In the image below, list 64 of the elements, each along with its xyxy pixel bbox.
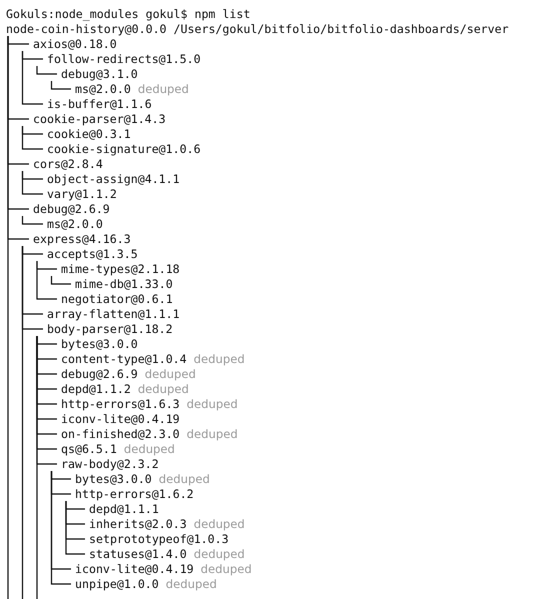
- dedupe-note: deduped: [138, 82, 189, 96]
- package-name: depd@1.1.1: [89, 502, 159, 516]
- dedupe-note: deduped: [144, 367, 196, 381]
- package-name: ms@2.0.0: [75, 82, 131, 96]
- package-name: cors@2.8.4: [33, 157, 103, 171]
- package-name: accepts@1.3.5: [47, 247, 138, 261]
- package-name: http-errors@1.6.2: [75, 487, 194, 501]
- tree-connector: [50, 81, 71, 90]
- package-name: qs@6.5.1: [61, 442, 117, 456]
- package-name: ms@2.0.0: [47, 217, 103, 231]
- tree-connector: [22, 171, 43, 195]
- package-name: mime-types@2.1.18: [61, 262, 180, 276]
- dedupe-note: deduped: [194, 517, 245, 531]
- dedupe-note: deduped: [138, 382, 189, 396]
- package-name: iconv-lite@0.4.19: [61, 412, 180, 426]
- dedupe-note: deduped: [200, 562, 252, 576]
- tree-connector: [50, 276, 71, 285]
- dedupe-note: deduped: [166, 577, 217, 591]
- dedupe-note: deduped: [194, 547, 245, 561]
- dedupe-note: deduped: [194, 352, 245, 366]
- package-name: node-coin-history@0.0.0: [6, 22, 167, 36]
- package-name: depd@1.1.2: [61, 382, 131, 396]
- package-name: follow-redirects@1.5.0: [47, 52, 201, 66]
- package-name: bytes@3.0.0: [75, 472, 152, 486]
- package-name: express@4.16.3: [33, 232, 131, 246]
- shell-prompt: Gokuls:node_modules gokul$ npm list: [6, 7, 250, 21]
- package-name: unpipe@1.0.0: [75, 577, 159, 591]
- package-name: raw-body@2.3.2: [61, 457, 159, 471]
- package-name: statuses@1.4.0: [89, 547, 187, 561]
- tree-connector: [22, 216, 43, 225]
- package-name: axios@0.18.0: [33, 37, 117, 51]
- dedupe-note: deduped: [158, 472, 210, 486]
- package-name: body-parser@1.18.2: [47, 322, 173, 336]
- package-name: is-buffer@1.1.6: [47, 97, 152, 111]
- package-name: on-finished@2.3.0: [61, 427, 180, 441]
- package-name: vary@1.1.2: [47, 187, 117, 201]
- tree-connector: [7, 36, 9, 599]
- package-name: setprototypeof@1.0.3: [89, 532, 229, 546]
- package-name: debug@3.1.0: [61, 67, 138, 81]
- package-name: content-type@1.0.4: [61, 352, 187, 366]
- package-name: bytes@3.0.0: [61, 337, 138, 351]
- package-name: cookie-parser@1.4.3: [33, 112, 166, 126]
- tree-connector: [36, 336, 38, 599]
- package-name: debug@2.6.9: [33, 202, 110, 216]
- package-name: mime-db@1.33.0: [75, 277, 173, 291]
- tree-connector: [36, 261, 57, 300]
- dedupe-note: deduped: [186, 397, 238, 411]
- package-name: negotiator@0.6.1: [61, 292, 173, 306]
- package-name: object-assign@4.1.1: [47, 172, 180, 186]
- tree-connector: [22, 51, 43, 105]
- dedupe-note: deduped: [186, 427, 238, 441]
- dedupe-note: deduped: [124, 442, 175, 456]
- package-name: cookie-signature@1.0.6: [47, 142, 201, 156]
- tree-connector: [22, 126, 43, 150]
- package-name: inherits@2.0.3: [89, 517, 187, 531]
- tree-connector: [36, 66, 57, 75]
- tree-connector: [65, 501, 85, 555]
- package-name: debug@2.6.9: [61, 367, 138, 381]
- package-name: http-errors@1.6.3: [61, 397, 180, 411]
- package-name: array-flatten@1.1.1: [47, 307, 180, 321]
- package-name: cookie@0.3.1: [47, 127, 131, 141]
- install-path: /Users/gokul/bitfolio/bitfolio-dashboards/server: [174, 22, 509, 36]
- package-name: iconv-lite@0.4.19: [75, 562, 194, 576]
- tree-connector: [22, 246, 24, 599]
